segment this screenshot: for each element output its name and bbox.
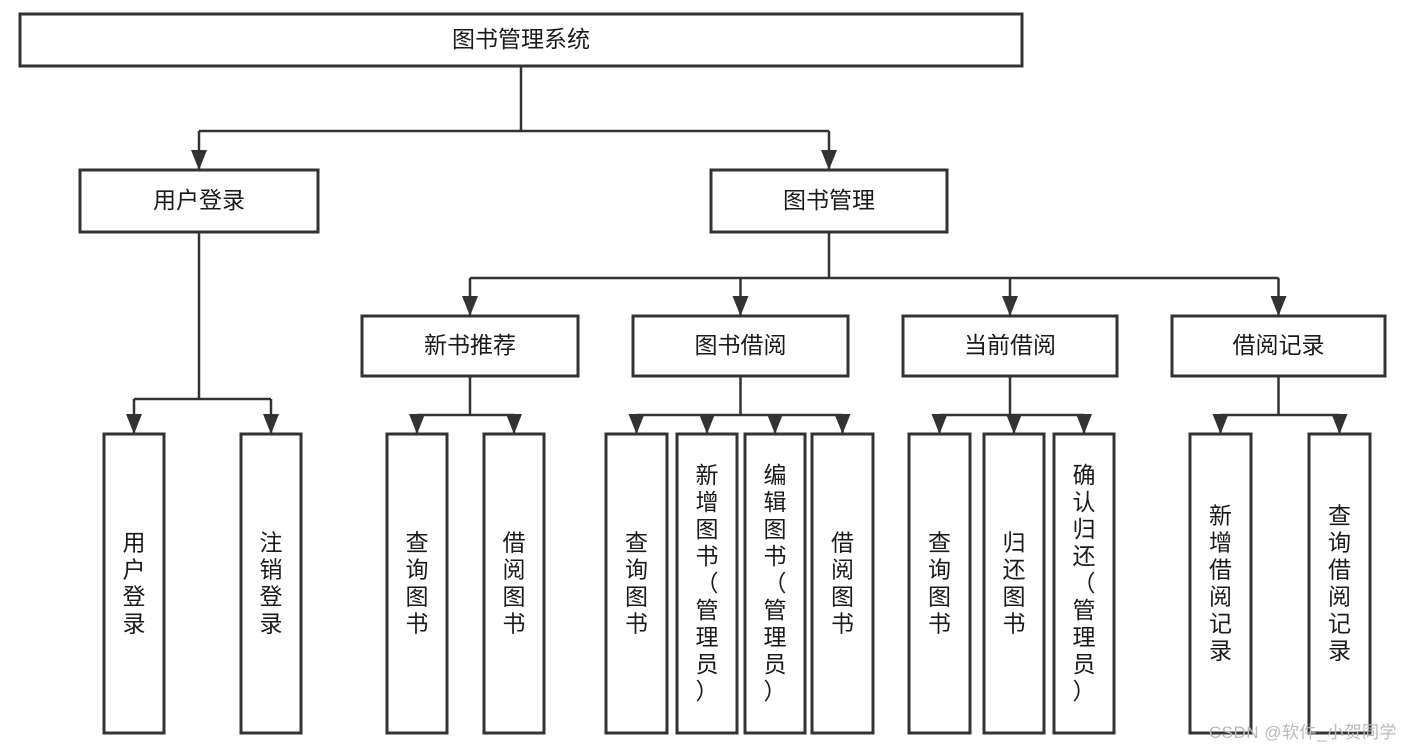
arrow-head-icon <box>126 414 142 434</box>
arrow-head-icon <box>767 414 783 434</box>
node-box[interactable] <box>239 432 303 735</box>
node-box[interactable] <box>360 314 580 378</box>
node-l_re_add[interactable]: 新增借阅记录 <box>1188 432 1253 735</box>
node-label: 图书借阅 <box>695 332 787 358</box>
arrow-head-icon <box>1212 414 1229 434</box>
node-l_cu_query[interactable]: 查询图书 <box>907 432 972 735</box>
node-label: 用户登录 <box>153 187 245 213</box>
node-l_re_query[interactable]: 查询借阅记录 <box>1307 432 1372 735</box>
node-box[interactable] <box>1052 432 1116 735</box>
node-n_book_mgmt[interactable]: 图书管理 <box>709 168 949 234</box>
node-label: 查询图书 <box>406 530 429 637</box>
node-box[interactable] <box>78 168 320 234</box>
arrow-head-icon <box>1270 296 1287 316</box>
arrow-head-icon <box>1076 414 1092 434</box>
node-label: 新书推荐 <box>424 332 516 358</box>
arrow-head-icon <box>931 414 948 434</box>
node-box[interactable] <box>982 432 1046 735</box>
node-n_current[interactable]: 当前借阅 <box>901 314 1119 378</box>
node-box[interactable] <box>631 314 850 378</box>
node-l_cu_confirm[interactable]: 确认归还（管理员） <box>1052 432 1116 735</box>
node-l_bo_query[interactable]: 查询图书 <box>604 432 669 735</box>
node-n_records[interactable]: 借阅记录 <box>1170 314 1387 378</box>
node-l_bo_borrow[interactable]: 借阅图书 <box>810 432 875 735</box>
node-l_user_login[interactable]: 用户登录 <box>102 432 166 735</box>
node-box[interactable] <box>810 432 875 735</box>
node-l_user_logout[interactable]: 注销登录 <box>239 432 303 735</box>
arrow-head-icon <box>506 414 522 434</box>
node-n_borrow[interactable]: 图书借阅 <box>631 314 850 378</box>
node-label: 注销登录 <box>260 530 283 637</box>
node-box[interactable] <box>482 432 546 735</box>
node-label: 当前借阅 <box>964 332 1056 358</box>
node-l_cu_return[interactable]: 归还图书 <box>982 432 1046 735</box>
arrow-head-icon <box>409 414 425 434</box>
arrow-head-icon <box>834 414 851 434</box>
node-label: 用户登录 <box>123 530 146 637</box>
node-label: 查询图书 <box>928 530 951 637</box>
node-label: 确认归还（管理员） <box>1073 462 1096 704</box>
node-box[interactable] <box>1170 314 1387 378</box>
node-label: 借阅图书 <box>831 530 854 637</box>
node-box[interactable] <box>102 432 166 735</box>
node-box[interactable] <box>604 432 669 735</box>
node-box[interactable] <box>1188 432 1253 735</box>
node-box[interactable] <box>385 432 449 735</box>
node-label: 归还图书 <box>1003 530 1026 637</box>
node-box[interactable] <box>1307 432 1372 735</box>
arrow-head-icon <box>1331 414 1348 434</box>
nodes-layer: 图书管理系统用户登录图书管理新书推荐图书借阅当前借阅借阅记录用户登录注销登录查询… <box>18 12 1387 735</box>
edges-layer <box>126 66 1348 434</box>
node-n_new_rec[interactable]: 新书推荐 <box>360 314 580 378</box>
arrow-head-icon <box>1002 296 1018 316</box>
arrow-head-icon <box>699 414 715 434</box>
arrow-head-icon <box>628 414 645 434</box>
node-box[interactable] <box>901 314 1119 378</box>
node-label: 查询借阅记录 <box>1328 503 1351 664</box>
arrow-head-icon <box>191 150 207 170</box>
node-label: 借阅记录 <box>1233 332 1325 358</box>
arrow-head-icon <box>462 296 478 316</box>
node-label: 新增借阅记录 <box>1209 503 1232 664</box>
node-n_user_login[interactable]: 用户登录 <box>78 168 320 234</box>
node-label: 编辑图书（管理员） <box>764 462 787 704</box>
arrow-head-icon <box>1006 414 1022 434</box>
node-box[interactable] <box>743 432 807 735</box>
csdn-watermark: CSDN @软件_小贺同学 <box>1208 723 1397 742</box>
node-l_bo_edit[interactable]: 编辑图书（管理员） <box>743 432 807 735</box>
node-box[interactable] <box>709 168 949 234</box>
node-label: 新增图书（管理员） <box>696 462 719 704</box>
node-label: 图书管理 <box>783 187 875 213</box>
node-label: 查询图书 <box>625 530 648 637</box>
node-l_nr_borrow[interactable]: 借阅图书 <box>482 432 546 735</box>
node-box[interactable] <box>907 432 972 735</box>
node-label: 借阅图书 <box>503 530 526 637</box>
node-l_nr_query[interactable]: 查询图书 <box>385 432 449 735</box>
node-box[interactable] <box>675 432 739 735</box>
node-root[interactable]: 图书管理系统 <box>18 12 1024 68</box>
arrow-head-icon <box>821 150 837 170</box>
arrow-head-icon <box>263 414 279 434</box>
node-l_bo_add[interactable]: 新增图书（管理员） <box>675 432 739 735</box>
arrow-head-icon <box>732 296 749 316</box>
node-label: 图书管理系统 <box>452 26 590 52</box>
node-box[interactable] <box>18 12 1024 68</box>
